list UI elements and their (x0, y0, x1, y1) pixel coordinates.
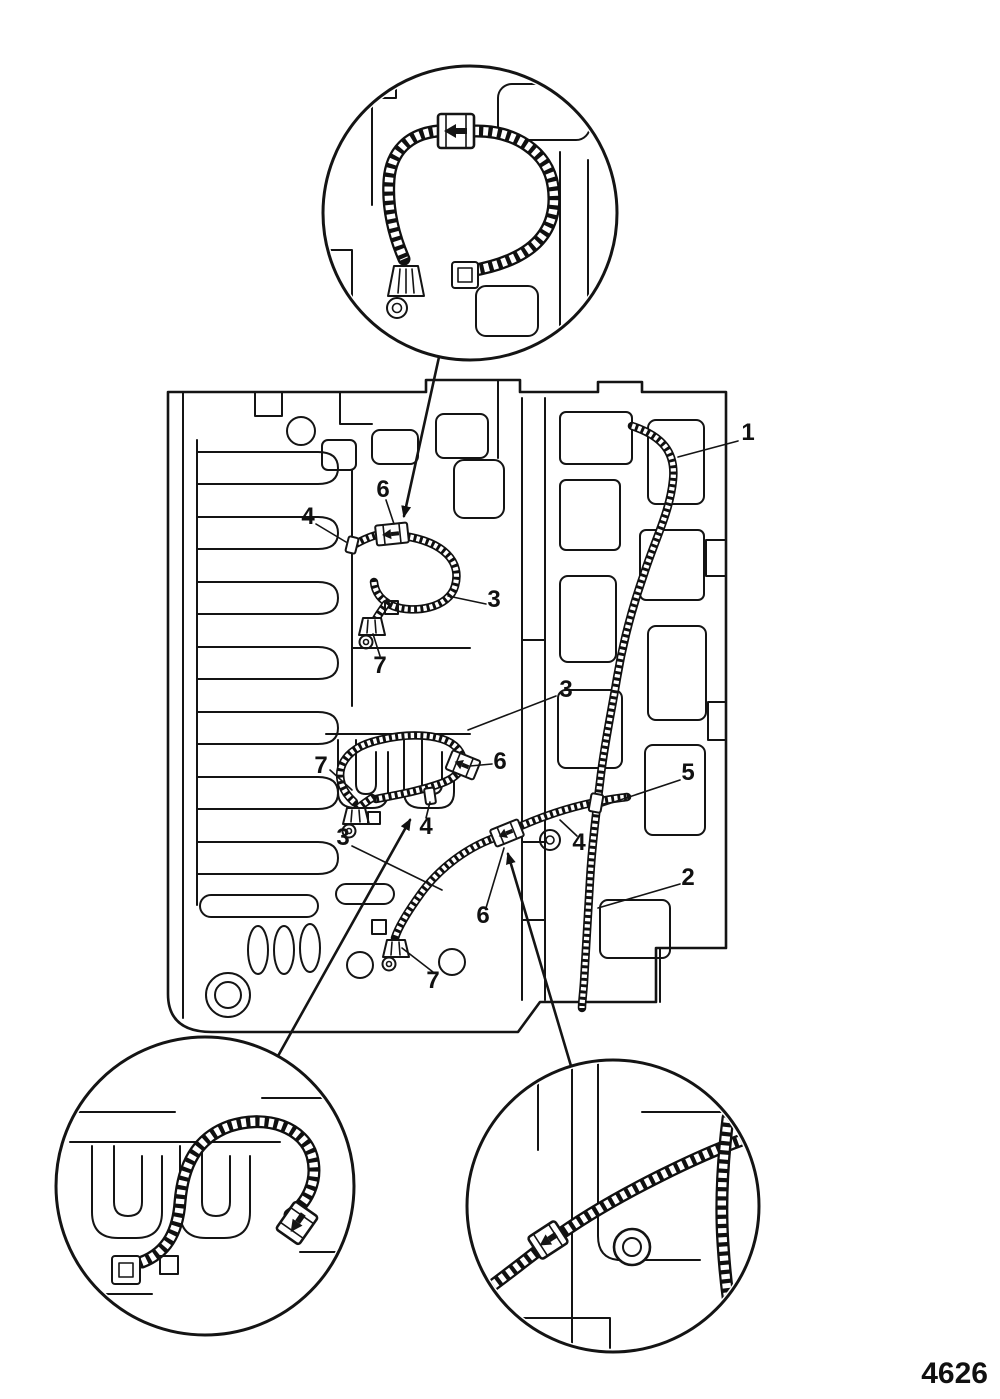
left-ribs (196, 451, 339, 875)
detail-br-grommet (612, 1227, 652, 1267)
callout-label: 3 (559, 676, 573, 703)
magnifier-arrow-top (401, 355, 441, 518)
cable-long-right (577, 421, 678, 1013)
detail-br-cable (471, 1133, 749, 1303)
block-details (199, 379, 727, 1018)
callout-label: 3 (336, 824, 350, 851)
inline-connector-lower (489, 818, 525, 848)
detail-top-inline-connector (436, 112, 476, 150)
inline-connector-middle (444, 749, 482, 781)
cable-middle-loop (335, 731, 468, 816)
callout-label: 3 (487, 586, 501, 613)
detail-bl-square-hole (159, 1255, 179, 1275)
cable-upper-loop (347, 529, 461, 626)
detail-top-ring-terminal (386, 265, 425, 319)
cable-clamp-upper (344, 535, 360, 555)
inline-connector-upper (374, 521, 410, 547)
callout-label: 5 (681, 759, 695, 786)
callout-label: 7 (373, 652, 387, 679)
callout-label: 6 (493, 748, 507, 775)
engine-block-outline (166, 378, 728, 1034)
callout-label: 1 (741, 419, 755, 446)
ring-terminal-lower (381, 939, 410, 972)
callout-label: 4 (419, 813, 433, 840)
detail-bl-square-plug (111, 1255, 141, 1285)
callout-label: 6 (476, 902, 490, 929)
callout-label: 6 (376, 476, 390, 503)
detail-bl-inline-connector (275, 1200, 319, 1246)
magnifier-arrow-bottom-right (506, 852, 573, 1068)
cable-clamp-5 (587, 792, 605, 814)
detail-bottom-left (54, 1035, 356, 1337)
leader-lines (315, 440, 739, 973)
callout-label: 7 (426, 967, 440, 994)
callout-label: 4 (301, 503, 315, 530)
detail-top-square-plug (451, 261, 479, 289)
magnifier-arrow-bottom-left (276, 818, 412, 1058)
magnifier-arrows (276, 355, 573, 1068)
detail-bl-cable (135, 1115, 321, 1269)
detail-top-cable (382, 124, 561, 278)
figure-number: 4626 (921, 1357, 988, 1390)
callout-label: 4 (572, 829, 586, 856)
cable-clamp-middle (423, 786, 437, 806)
ring-terminal-upper (358, 617, 386, 650)
callout-label: 7 (314, 752, 328, 779)
square-plug-middle (367, 811, 381, 825)
detail-bottom-right (465, 1058, 761, 1354)
detail-br-inline-connector (527, 1220, 569, 1260)
square-plug-lower (371, 919, 387, 935)
callout-label: 2 (681, 864, 695, 891)
square-plug-upper (384, 600, 399, 615)
detail-top (321, 64, 619, 362)
